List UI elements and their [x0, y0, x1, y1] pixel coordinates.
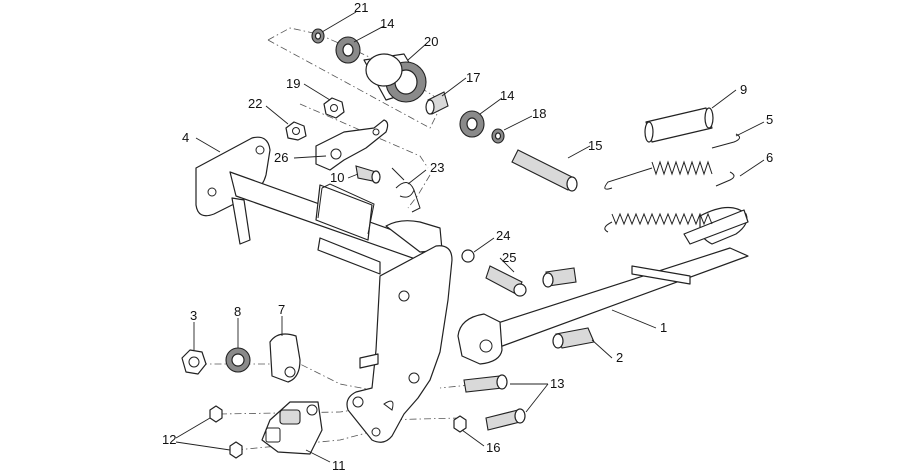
callout-26: 26	[274, 150, 288, 165]
part-22-nut	[285, 121, 307, 141]
part-25-bolt	[485, 265, 527, 297]
part-21-washer	[311, 28, 325, 44]
callout-2: 2	[616, 350, 623, 365]
part-8-washer	[225, 347, 251, 373]
callout-21: 21	[354, 0, 368, 15]
part-14-bearing-lower	[459, 110, 485, 138]
callout-19: 19	[286, 76, 300, 91]
part-19-nut	[323, 97, 345, 119]
callout-14-lower: 14	[500, 88, 514, 103]
callout-16: 16	[486, 440, 500, 455]
part-15-pin	[511, 149, 578, 192]
callout-9: 9	[740, 82, 747, 97]
callout-10: 10	[330, 170, 344, 185]
callout-4: 4	[182, 130, 189, 145]
part-1-side-stand-leg	[457, 206, 749, 365]
part-23-spring	[391, 167, 421, 213]
leader-lines	[175, 11, 765, 463]
callout-23: 23	[430, 160, 444, 175]
part-7-cover	[269, 333, 301, 383]
callout-5: 5	[766, 112, 773, 127]
callout-20: 20	[424, 34, 438, 49]
callout-1: 1	[660, 320, 667, 335]
part-20-roller	[363, 53, 427, 103]
callout-14-upper: 14	[380, 16, 394, 31]
stud-pin	[542, 267, 577, 288]
part-13-bolts	[463, 374, 526, 431]
part-14-bearing-upper	[335, 36, 361, 64]
callout-22: 22	[248, 96, 262, 111]
callout-15: 15	[588, 138, 602, 153]
callout-8: 8	[234, 304, 241, 319]
callout-17: 17	[466, 70, 480, 85]
part-2-pin	[552, 327, 595, 349]
part-17-spacer	[425, 91, 449, 115]
part-12-nuts	[209, 405, 243, 459]
callout-13: 13	[550, 376, 564, 391]
part-18-washer	[491, 128, 505, 144]
callout-25: 25	[502, 250, 516, 265]
callout-24: 24	[496, 228, 510, 243]
callout-6: 6	[766, 150, 773, 165]
part-11-switch	[261, 401, 323, 455]
part-5-spring	[604, 133, 740, 190]
callout-12: 12	[162, 432, 176, 447]
part-10-spacer	[355, 165, 381, 184]
part-6-spring	[604, 171, 735, 233]
callout-18: 18	[532, 106, 546, 121]
callout-7: 7	[278, 302, 285, 317]
callout-11: 11	[332, 458, 346, 473]
callout-3: 3	[190, 308, 197, 323]
part-16-nut	[453, 415, 467, 433]
callout-labels: 21 14 20 17 14 18 15 9 5 6 19 22 4 26 10…	[162, 0, 773, 473]
part-9-sleeve	[644, 107, 714, 143]
frame-leg-plate	[346, 245, 453, 443]
part-26-bracket	[315, 119, 389, 171]
part-3-nut	[181, 349, 207, 375]
part-24-washer	[461, 249, 475, 263]
part-wire-bracket	[317, 183, 375, 235]
